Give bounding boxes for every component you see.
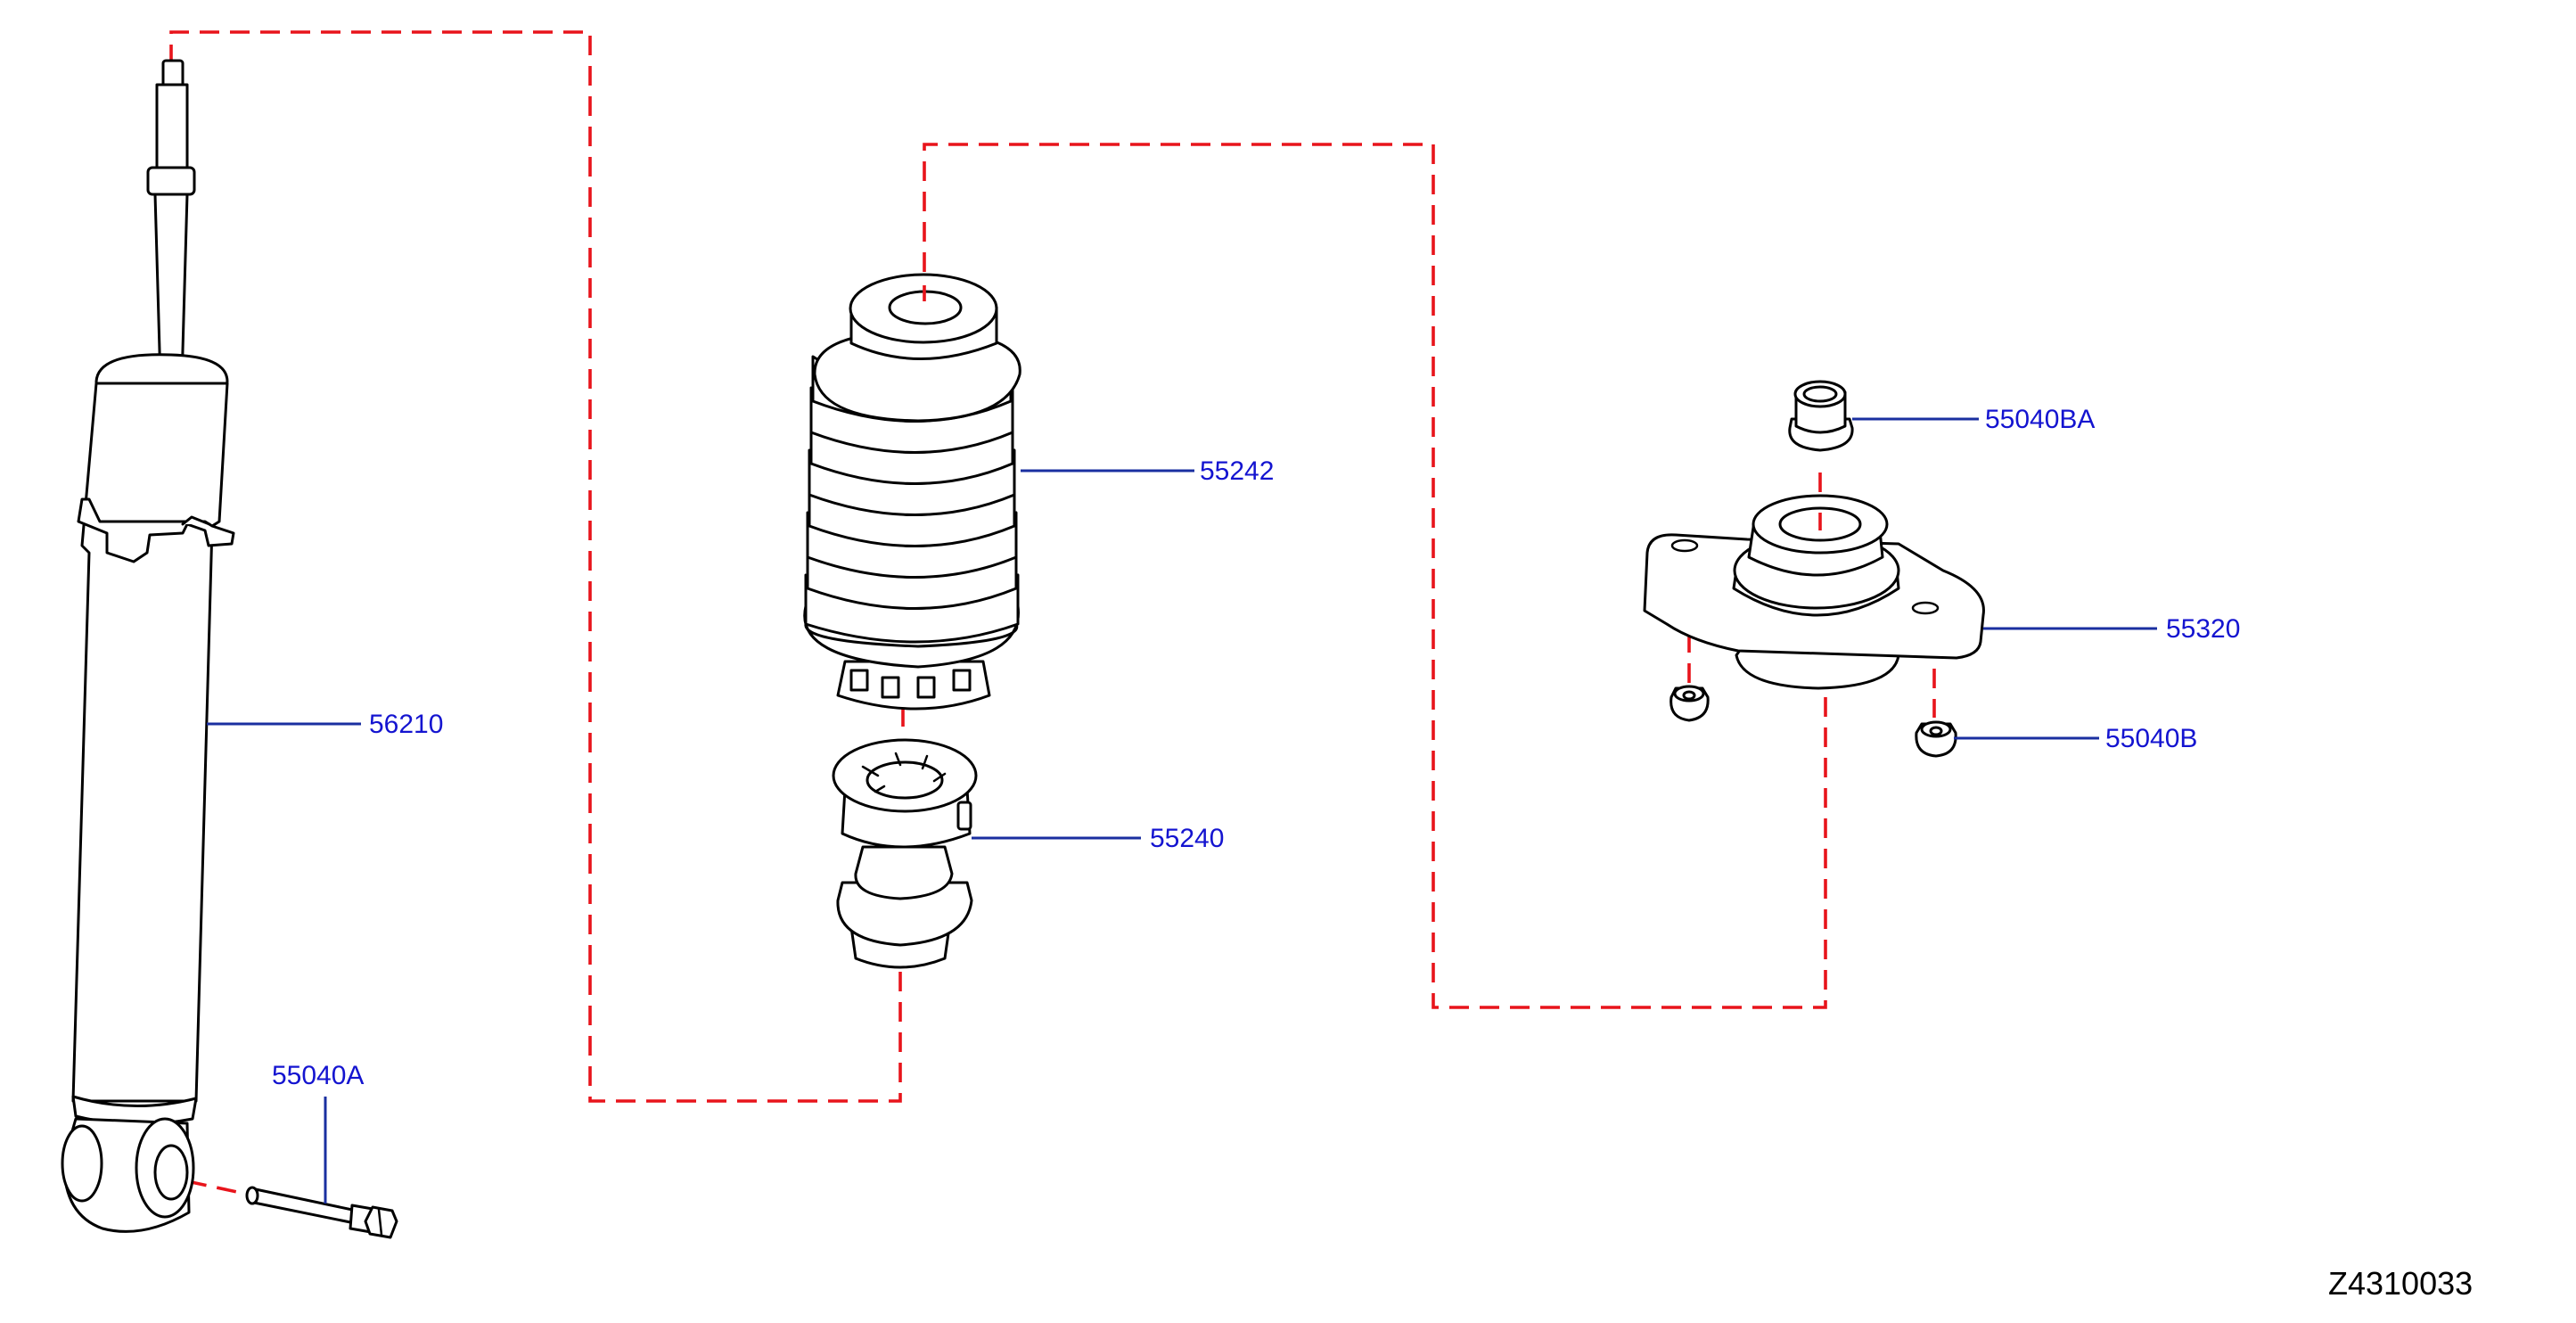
- dust-boot-55242: [803, 273, 1021, 711]
- shock-absorber-56210: [61, 59, 235, 1233]
- leader-lines: [207, 417, 2157, 1204]
- label-55240: 55240: [1150, 824, 1225, 853]
- bump-stop-55240: [832, 738, 978, 969]
- label-55320: 55320: [2166, 614, 2241, 644]
- label-55040A: 55040A: [272, 1061, 365, 1090]
- label-56210: 56210: [369, 710, 444, 739]
- label-55242: 55242: [1200, 456, 1275, 486]
- nut-55040BA: [1788, 380, 1854, 452]
- nut-55040B-left: [1669, 685, 1710, 722]
- nut-55040B-right: [1915, 720, 1957, 758]
- bolt-55040A: [245, 1186, 398, 1239]
- figure-code: Z4310033: [2328, 1265, 2473, 1302]
- label-55040B: 55040B: [2105, 724, 2198, 753]
- strut-mount-55320: [1643, 494, 1985, 690]
- label-55040BA: 55040BA: [1985, 405, 2096, 434]
